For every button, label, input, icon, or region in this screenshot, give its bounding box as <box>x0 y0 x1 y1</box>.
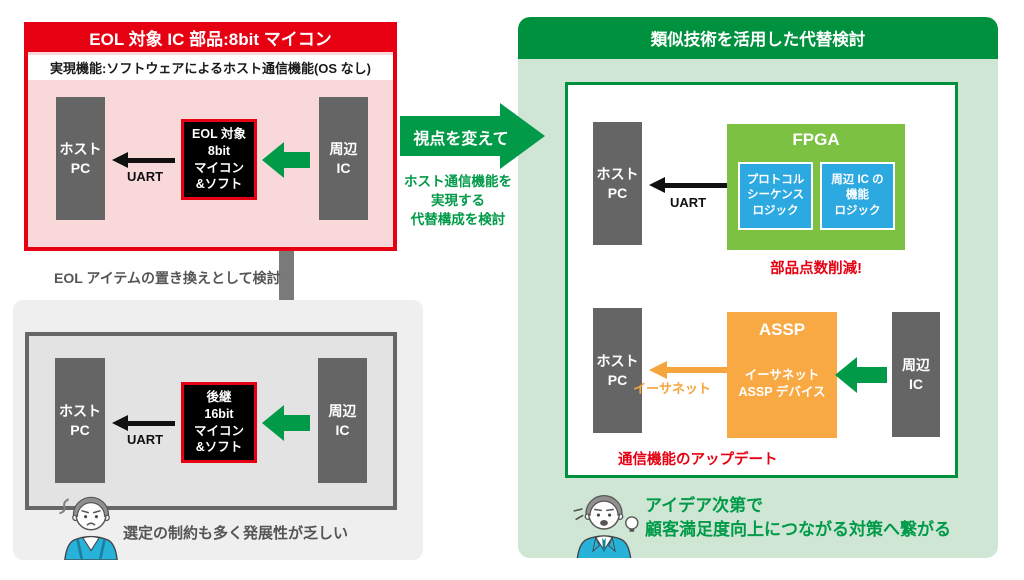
ethernet-label: イーサネット <box>633 381 711 396</box>
assp-title: ASSP <box>758 320 806 339</box>
peripheral-label: 周辺 <box>902 357 930 374</box>
peripheral-ic-box: 周辺 IC <box>318 358 367 483</box>
conclusion-text: アイデア次第で 顧客満足度向上につながる対策へ繋がる <box>645 494 951 542</box>
assp-benefit-label: 通信機能のアップデート <box>618 452 778 468</box>
mcu-line: 8bit <box>207 143 231 158</box>
mcu-line: 16bit <box>204 406 234 421</box>
host-pc-box: ホスト PC <box>56 97 105 220</box>
alternative-panel-title: 類似技術を活用した代替検討 <box>518 17 998 59</box>
uart-label: UART <box>126 169 164 184</box>
peripheral-label: IC <box>909 375 923 392</box>
eol-box-body: 実現機能:ソフトウェアによるホスト通信機能(OS なし) ホスト PC UART… <box>28 52 393 247</box>
host-pc-label: ホスト <box>596 166 639 183</box>
arrow-shaft <box>128 157 175 163</box>
logic-line: ロジック <box>752 204 799 217</box>
ethernet-arrow <box>649 361 727 379</box>
successor-box: ホスト PC UART 後継 16bit マイコン &ソフト 周辺 IC <box>25 332 397 510</box>
successor-section: ホスト PC UART 後継 16bit マイコン &ソフト 周辺 IC <box>13 300 423 560</box>
arrow-shaft <box>128 420 175 426</box>
mcu-line: EOL 対象 <box>192 126 246 141</box>
mcu-line: 後継 <box>206 389 232 404</box>
mcu-line: マイコン <box>193 160 244 175</box>
arrow-shaft <box>667 367 727 373</box>
mcu-line: &ソフト <box>195 177 243 192</box>
eol-mcu-box: EOL 対象 8bit マイコン &ソフト <box>181 119 257 200</box>
transition-note: ホスト通信機能を 実現する 代替構成を検討 <box>393 172 523 229</box>
arrow-head <box>649 177 665 193</box>
arrow-shaft <box>665 182 727 188</box>
logic-line: シーケンス <box>747 189 804 202</box>
arrow-shaft <box>279 251 294 304</box>
assp-device-line: ASSP デバイス <box>738 385 826 399</box>
transition-note-line: 代替構成を検討 <box>410 212 506 227</box>
uart-label: UART <box>126 432 164 447</box>
arrow-head <box>649 361 667 379</box>
logic-line: 機能 <box>846 189 869 202</box>
arrow-head <box>835 357 857 393</box>
peripheral-function-logic-box: 周辺 IC の 機能 ロジック <box>820 162 895 230</box>
arrow-head <box>500 103 545 169</box>
peripheral-label: 周辺 <box>329 141 358 158</box>
fpga-benefit-label: 部品点数削減! <box>770 261 862 277</box>
arrow-head <box>112 152 128 168</box>
peripheral-label: IC <box>335 421 350 438</box>
fpga-title: FPGA <box>792 130 840 149</box>
mcu-line: マイコン <box>193 423 244 438</box>
assp-box: ASSP イーサネット ASSP デバイス <box>727 312 837 438</box>
host-pc-label: PC <box>70 421 90 438</box>
change-perspective-label: 視点を変えて <box>413 131 509 148</box>
peripheral-ic-box: 周辺 IC <box>319 97 368 220</box>
logic-line: ロジック <box>834 204 881 217</box>
uart-arrow <box>112 415 175 431</box>
replacement-note: EOL アイテムの置き換えとして検討 <box>54 270 281 286</box>
assp-device-line: イーサネット <box>744 368 820 382</box>
arrow-shaft <box>857 367 887 383</box>
eol-box-title: EOL 対象 IC 部品:8bit マイコン <box>89 29 332 49</box>
uart-arrow <box>112 152 175 168</box>
alternative-panel: 類似技術を活用した代替検討 ホスト PC UART FPGA プロトコル シーケ… <box>518 17 998 558</box>
peripheral-to-mcu-arrow <box>262 142 310 178</box>
eol-target-box: EOL 対象 IC 部品:8bit マイコン 実現機能:ソフトウェアによるホスト… <box>24 22 397 251</box>
arrow-head <box>262 405 284 441</box>
peripheral-to-assp-arrow <box>835 357 887 393</box>
successor-mcu-box: 後継 16bit マイコン &ソフト <box>181 382 257 463</box>
alternative-diagrams-box: ホスト PC UART FPGA プロトコル シーケンス ロジック 周辺 IC … <box>565 82 958 478</box>
uart-arrow <box>649 177 727 193</box>
eol-box-subtitle: 実現機能:ソフトウェアによるホスト通信機能(OS なし) <box>28 55 393 80</box>
protocol-logic-box: プロトコル シーケンス ロジック <box>738 162 813 230</box>
host-pc-label: PC <box>607 371 628 388</box>
arrow-shaft <box>284 415 310 431</box>
mcu-line: &ソフト <box>195 440 243 455</box>
change-perspective-arrow: 視点を変えて <box>400 103 545 169</box>
logic-line: 周辺 IC の <box>831 173 884 186</box>
host-pc-label: PC <box>607 184 628 201</box>
peripheral-ic-box: 周辺 IC <box>892 312 940 437</box>
happy-person-icon <box>573 494 639 558</box>
host-pc-box: ホスト PC <box>593 308 642 433</box>
transition-note-line: 実現する <box>431 193 485 208</box>
arrow-head <box>112 415 128 431</box>
host-pc-label: ホスト <box>59 141 102 158</box>
arrow-head <box>262 142 284 178</box>
arrow-shaft <box>400 116 500 156</box>
arrow-shaft <box>284 152 310 168</box>
peripheral-label: IC <box>336 159 351 176</box>
fpga-box: FPGA プロトコル シーケンス ロジック 周辺 IC の 機能 ロジック <box>727 124 905 250</box>
peripheral-to-mcu-arrow <box>262 405 310 441</box>
assp-device-label: イーサネット ASSP デバイス <box>727 367 837 401</box>
peripheral-label: 周辺 <box>328 403 357 420</box>
logic-line: プロトコル <box>746 173 805 186</box>
host-pc-box: ホスト PC <box>55 358 105 483</box>
host-pc-box: ホスト PC <box>593 122 642 245</box>
host-pc-label: PC <box>70 159 91 176</box>
conclusion-line: アイデア次第で <box>645 496 764 515</box>
conclusion-line: 顧客満足度向上につながる対策へ繋がる <box>645 520 951 539</box>
uart-label: UART <box>669 195 707 210</box>
host-pc-label: ホスト <box>596 353 639 370</box>
host-pc-label: ホスト <box>59 403 101 420</box>
transition-note-line: ホスト通信機能を <box>404 174 512 189</box>
successor-caption: 選定の制約も多く発展性が乏しい <box>123 525 349 542</box>
worried-person-icon <box>59 496 118 560</box>
